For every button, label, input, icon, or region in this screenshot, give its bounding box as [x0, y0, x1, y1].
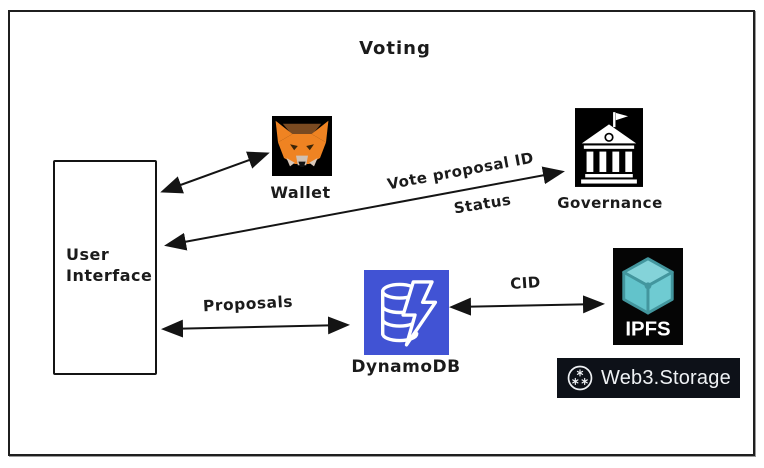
svg-text:IPFS: IPFS	[625, 318, 670, 340]
dynamodb-label: DynamoDB	[351, 357, 461, 377]
government-building-icon	[575, 108, 643, 187]
ipfs-cube-icon: IPFS	[613, 248, 683, 345]
web3-storage-asterisks-icon	[567, 365, 593, 391]
diagram-title: Voting	[359, 38, 431, 59]
web3-storage-badge: Web3.Storage	[557, 358, 740, 398]
web3-storage-label: Web3.Storage	[601, 366, 731, 389]
user-interface-label: User Interface	[66, 245, 153, 285]
dynamodb-database-icon	[360, 270, 453, 355]
wallet-label: Wallet	[270, 183, 331, 202]
metamask-fox-icon	[272, 115, 332, 177]
user-interface-node: User Interface	[53, 160, 157, 375]
edge-label-cid: CID	[509, 272, 542, 294]
governance-label: Governance	[557, 194, 663, 212]
